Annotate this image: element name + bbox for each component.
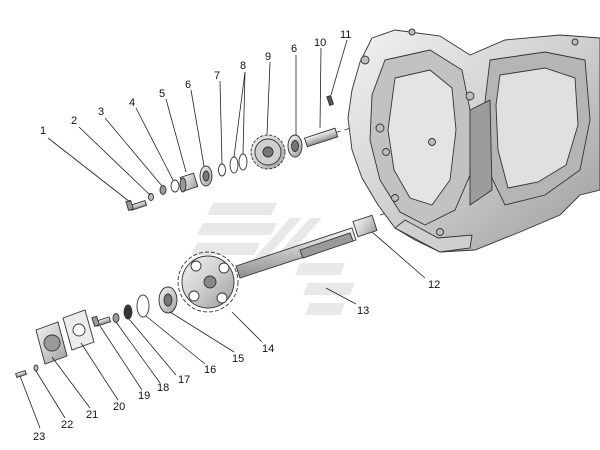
bolt-1 [125, 199, 148, 211]
gear-14 [177, 251, 239, 313]
gasket-20 [62, 309, 95, 351]
bearing-15 [158, 286, 178, 314]
cover-21 [35, 321, 68, 365]
callout-8: 8 [240, 60, 246, 72]
callout-5: 5 [159, 88, 165, 100]
gearbox-housing [347, 28, 600, 253]
bolt-19 [91, 315, 112, 327]
callout-13: 13 [357, 305, 369, 317]
callout-23: 23 [33, 431, 45, 443]
snap-ring-8b [238, 153, 248, 171]
washer-22 [33, 364, 39, 372]
shaft-10 [303, 127, 339, 148]
callout-21: 21 [86, 409, 98, 421]
callout-6-right: 6 [291, 43, 297, 55]
shaft-13 [235, 227, 357, 279]
gear-9 [250, 134, 286, 170]
callout-1: 1 [40, 125, 46, 137]
callout-6-left: 6 [185, 79, 191, 91]
callout-2: 2 [71, 115, 77, 127]
leader-lines [19, 39, 426, 429]
callout-labels: 1 2 3 4 5 6 6 7 8 9 10 11 12 13 14 15 16… [33, 29, 440, 443]
callout-3: 3 [98, 106, 104, 118]
callout-15: 15 [232, 353, 244, 365]
bushing-5 [179, 172, 199, 193]
callout-12: 12 [428, 279, 440, 291]
callout-16: 16 [204, 364, 216, 376]
callout-18: 18 [157, 382, 169, 394]
bearing-6-left [199, 165, 213, 187]
spring-washer-3 [159, 185, 167, 195]
key-11 [326, 95, 335, 106]
callout-4: 4 [129, 97, 135, 109]
sleeve-12 [352, 214, 378, 238]
callout-19: 19 [138, 390, 150, 402]
callout-20: 20 [113, 401, 125, 413]
snap-ring-16 [136, 294, 150, 318]
ring-4 [170, 179, 180, 193]
callout-17: 17 [178, 374, 190, 386]
callout-11: 11 [340, 29, 351, 41]
callout-14: 14 [262, 343, 274, 355]
bolt-23 [15, 369, 27, 379]
callout-9: 9 [265, 51, 271, 63]
callout-10: 10 [314, 37, 326, 49]
washer-18 [112, 313, 120, 323]
callout-22: 22 [61, 419, 73, 431]
bearing-6-right [287, 134, 303, 158]
seal-17 [123, 304, 133, 320]
ring-7 [218, 163, 226, 177]
callout-7: 7 [214, 70, 220, 82]
snap-ring-8a [229, 156, 239, 174]
